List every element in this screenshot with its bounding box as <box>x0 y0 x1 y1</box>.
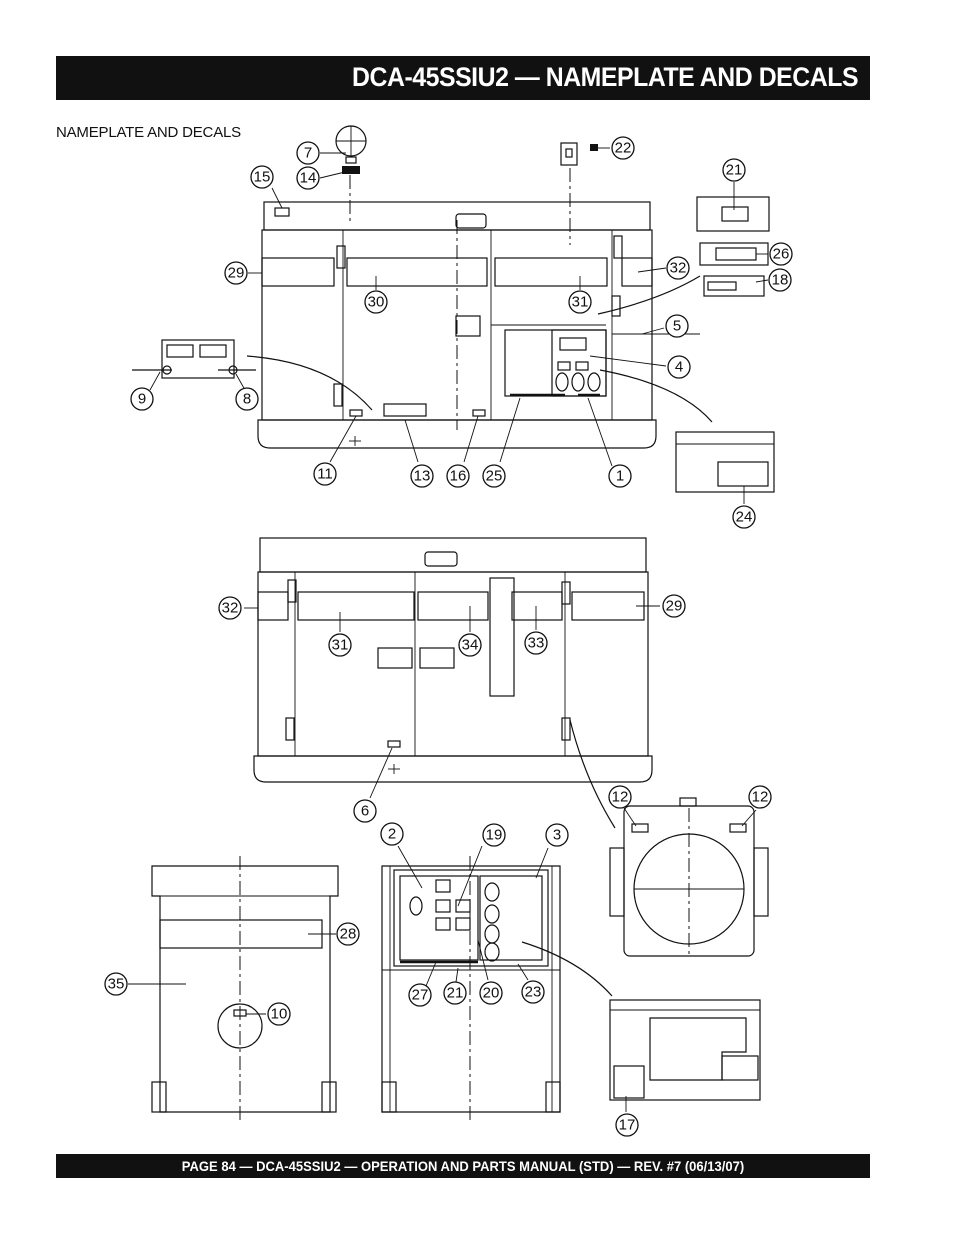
side-decal-detail-9-8 <box>132 339 256 391</box>
callout-34: 34 <box>458 633 482 657</box>
callout-21-top: 21 <box>722 158 746 182</box>
callout-23: 23 <box>521 980 545 1004</box>
svg-text:8: 8 <box>243 391 251 408</box>
callout-33: 33 <box>524 631 548 655</box>
callout-31-top: 31 <box>568 290 592 314</box>
callout-32-top: 32 <box>666 256 690 280</box>
svg-text:35: 35 <box>108 976 125 993</box>
svg-text:1: 1 <box>616 468 624 485</box>
callout-9: 9 <box>130 387 154 411</box>
svg-text:13: 13 <box>414 468 431 485</box>
callout-12-left: 12 <box>608 785 632 809</box>
callout-10: 10 <box>267 1002 291 1026</box>
svg-text:28: 28 <box>340 926 357 943</box>
svg-text:12: 12 <box>752 789 769 806</box>
svg-text:19: 19 <box>486 827 503 844</box>
callout-14: 14 <box>296 166 320 190</box>
generator-side-view-top <box>246 125 713 449</box>
callout-12-right: 12 <box>748 785 772 809</box>
callout-6: 6 <box>353 799 377 823</box>
callout-1: 1 <box>608 464 632 488</box>
svg-text:24: 24 <box>736 509 753 526</box>
panel-detail-17 <box>609 999 761 1101</box>
callout-3: 3 <box>545 823 569 847</box>
svg-text:12: 12 <box>612 789 629 806</box>
callout-8: 8 <box>235 387 259 411</box>
callout-21-bottom: 21 <box>443 981 467 1005</box>
svg-text:9: 9 <box>138 391 146 408</box>
callout-11: 11 <box>313 462 337 486</box>
callout-20: 20 <box>479 981 503 1005</box>
svg-text:31: 31 <box>332 637 349 654</box>
svg-text:3: 3 <box>553 827 561 844</box>
svg-text:21: 21 <box>726 162 743 179</box>
page-title: DCA-45SSIU2 — NAMEPLATE AND DECALS <box>351 62 859 92</box>
callout-15: 15 <box>250 165 274 189</box>
svg-text:29: 29 <box>228 265 245 282</box>
svg-text:23: 23 <box>525 984 542 1001</box>
callout-5: 5 <box>665 314 689 338</box>
callout-22: 22 <box>611 136 635 160</box>
callout-4: 4 <box>667 355 691 379</box>
svg-text:25: 25 <box>486 468 503 485</box>
callout-28: 28 <box>336 922 360 946</box>
svg-text:26: 26 <box>773 246 790 263</box>
callout-29-middle: 29 <box>662 594 686 618</box>
svg-text:5: 5 <box>673 318 681 335</box>
callout-13: 13 <box>410 464 434 488</box>
svg-text:32: 32 <box>670 260 687 277</box>
callout-25: 25 <box>482 464 506 488</box>
callout-30: 30 <box>364 290 388 314</box>
callout-26: 26 <box>769 242 793 266</box>
callout-2: 2 <box>380 822 404 846</box>
callout-17: 17 <box>615 1113 639 1137</box>
svg-text:17: 17 <box>619 1117 636 1134</box>
svg-text:20: 20 <box>483 985 500 1002</box>
section-label: NAMEPLATE AND DECALS <box>56 124 241 141</box>
header-bar: DCA-45SSIU2 — NAMEPLATE AND DECALS <box>56 56 870 100</box>
svg-text:33: 33 <box>528 635 545 652</box>
panel-detail-21-26-18 <box>696 196 770 297</box>
svg-text:32: 32 <box>222 600 239 617</box>
svg-text:10: 10 <box>271 1006 288 1023</box>
svg-text:27: 27 <box>412 987 429 1004</box>
radiator-end-view <box>609 797 769 957</box>
callout-24: 24 <box>732 505 756 529</box>
callout-19: 19 <box>482 823 506 847</box>
svg-text:31: 31 <box>572 294 589 311</box>
callout-35: 35 <box>104 972 128 996</box>
svg-text:16: 16 <box>450 468 467 485</box>
generator-rear-view <box>151 856 339 1120</box>
callout-18: 18 <box>768 268 792 292</box>
callout-31-middle: 31 <box>328 633 352 657</box>
svg-text:30: 30 <box>368 294 385 311</box>
svg-text:7: 7 <box>304 145 312 162</box>
generator-front-view <box>381 856 613 1120</box>
callout-27: 27 <box>408 983 432 1007</box>
footer-bar: PAGE 84 — DCA-45SSIU2 — OPERATION AND PA… <box>56 1154 870 1178</box>
svg-text:14: 14 <box>300 170 317 187</box>
svg-text:6: 6 <box>361 803 369 820</box>
callout-7: 7 <box>296 141 320 165</box>
svg-text:29: 29 <box>666 598 683 615</box>
panel-detail-24 <box>675 431 775 493</box>
svg-text:11: 11 <box>317 466 333 483</box>
svg-text:34: 34 <box>462 637 479 654</box>
callout-29-top: 29 <box>224 261 248 285</box>
leader-lines <box>128 147 769 1112</box>
callout-32-middle: 32 <box>218 596 242 620</box>
svg-text:4: 4 <box>675 359 683 376</box>
footer-text: PAGE 84 — DCA-45SSIU2 — OPERATION AND PA… <box>181 1158 745 1174</box>
svg-text:18: 18 <box>772 272 789 289</box>
svg-text:22: 22 <box>615 140 632 157</box>
svg-text:15: 15 <box>254 169 271 186</box>
generator-side-view-middle <box>253 537 653 829</box>
callout-16: 16 <box>446 464 470 488</box>
svg-text:2: 2 <box>388 826 396 843</box>
svg-text:21: 21 <box>447 985 464 1002</box>
